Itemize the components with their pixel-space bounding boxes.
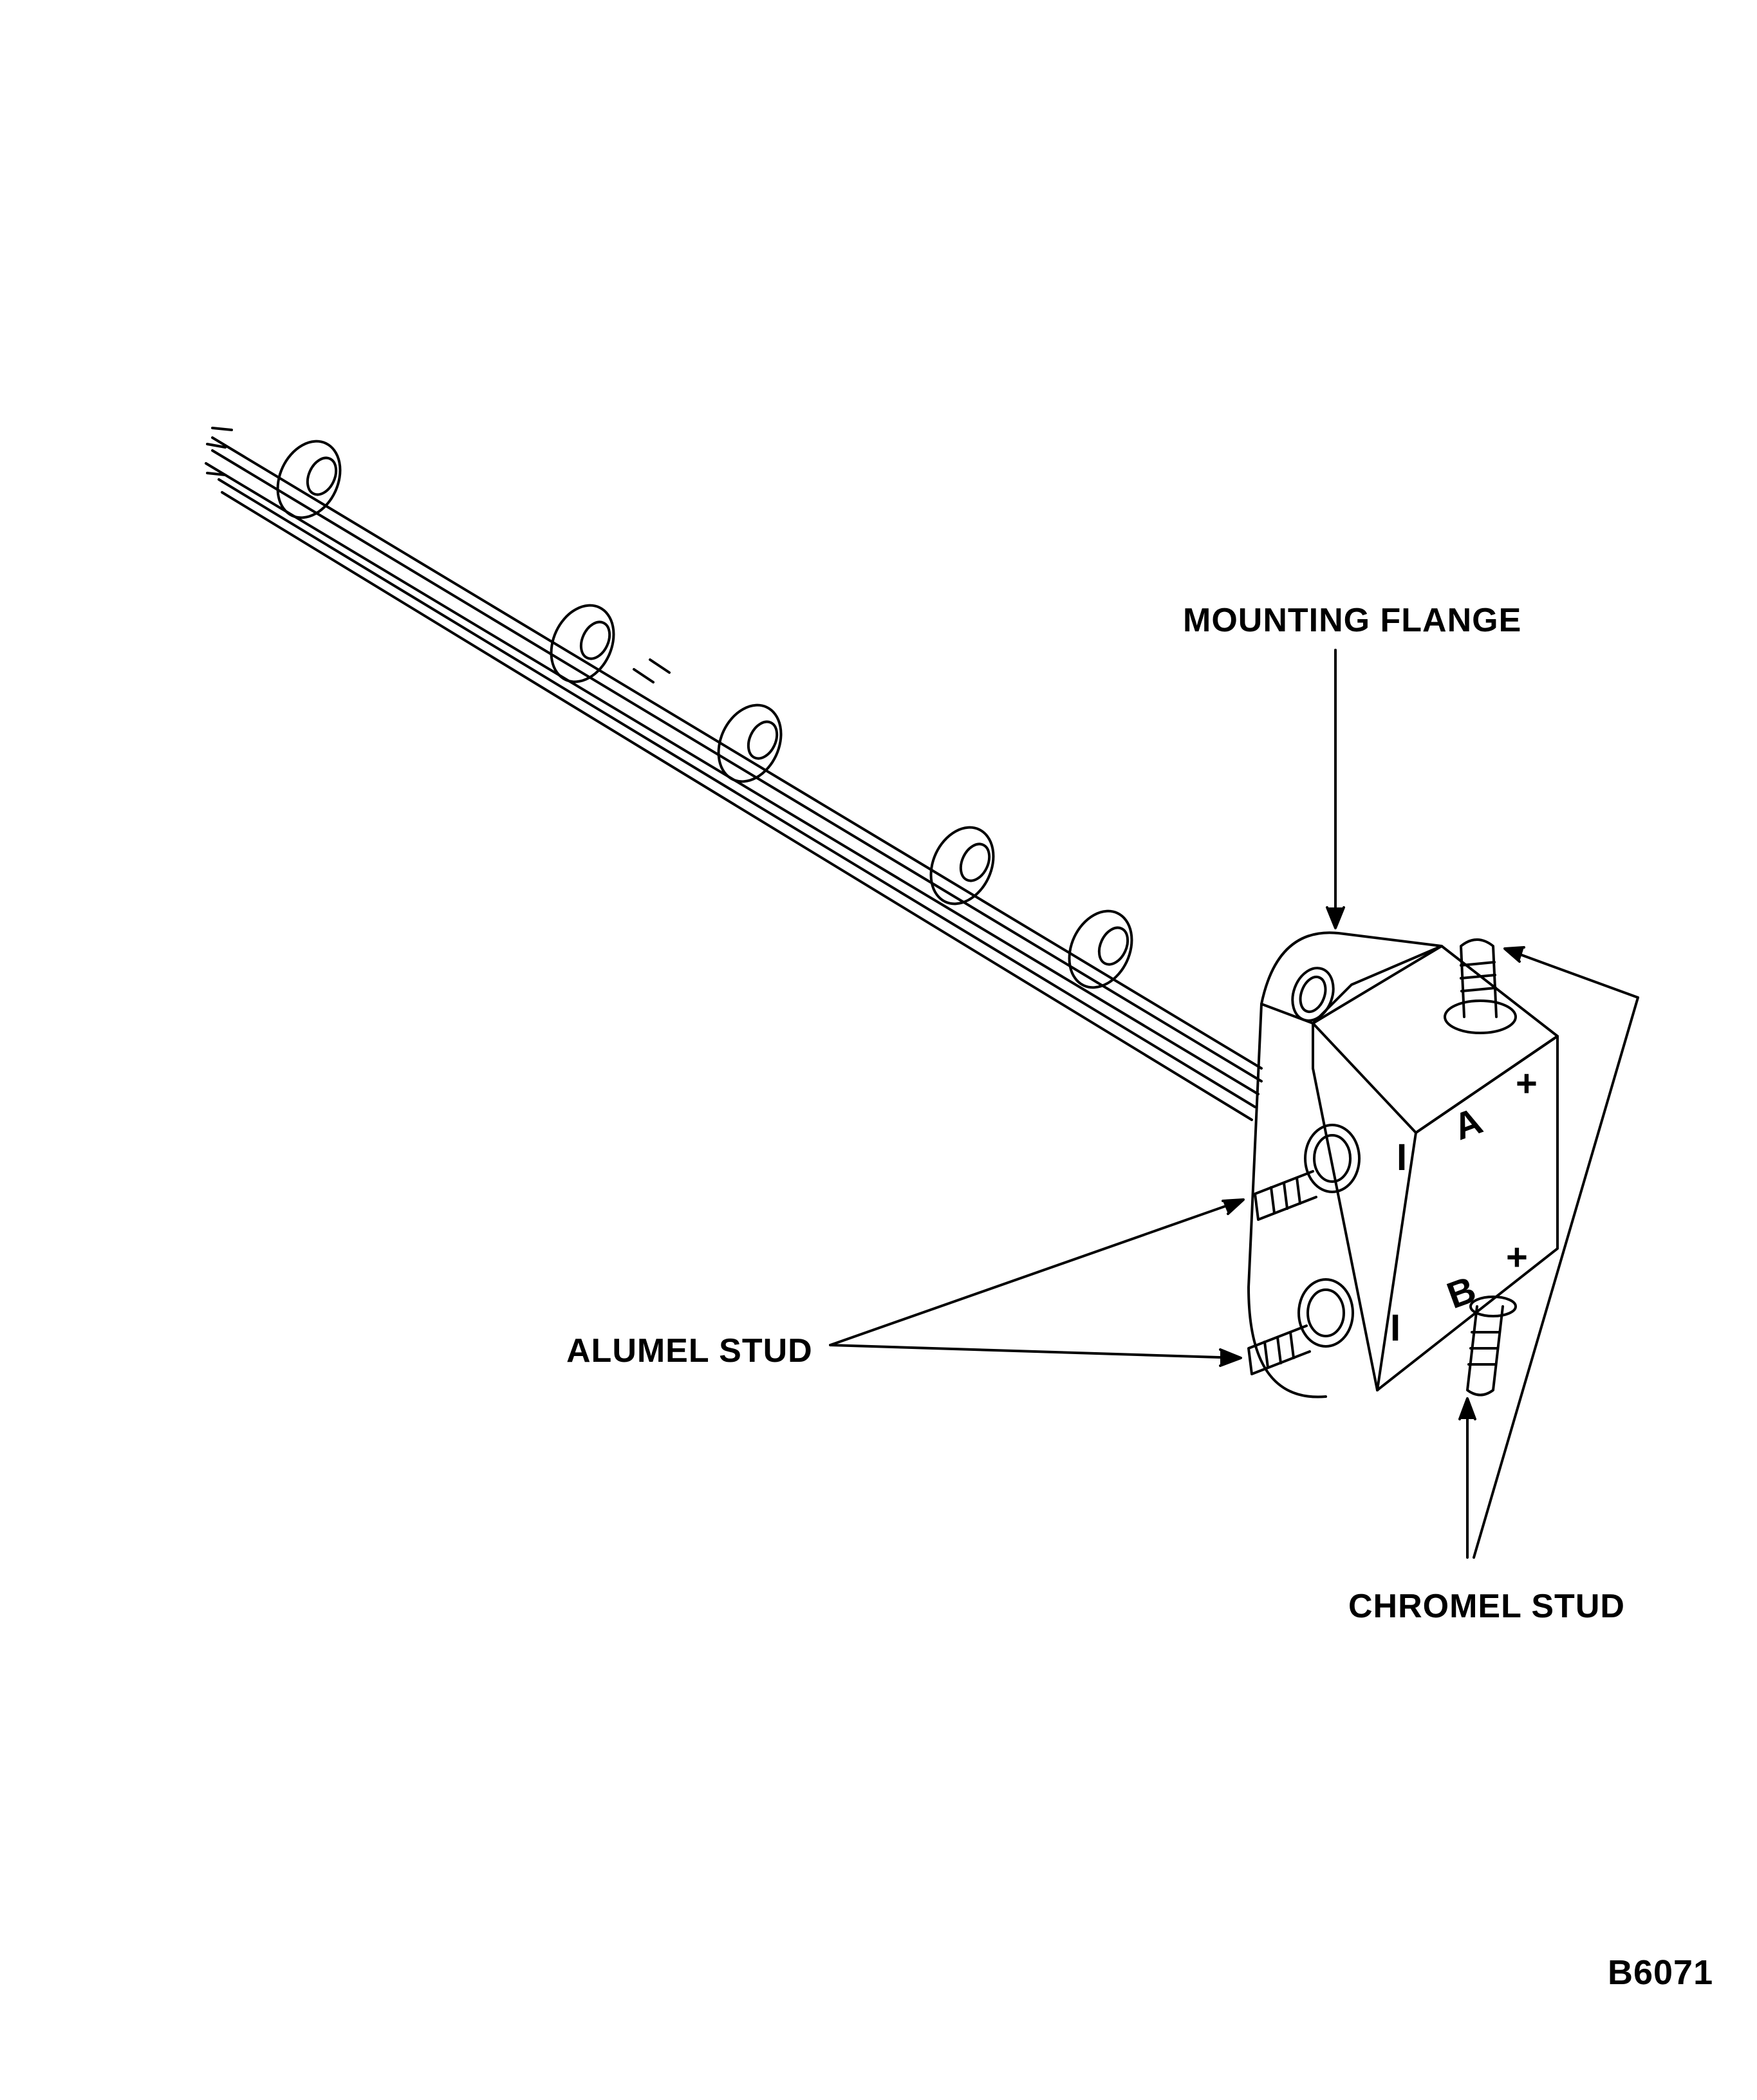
leader-alumel-stud xyxy=(829,1198,1245,1367)
label-chromel-stud: CHROMEL STUD xyxy=(1348,1588,1625,1625)
harness-grommet xyxy=(717,703,783,783)
mounting-flange xyxy=(1247,931,1443,1398)
terminal-mark-minus-b: I xyxy=(1390,1307,1401,1349)
figure-code: B6071 xyxy=(1608,1953,1714,1992)
terminal-mark-plus-a: + xyxy=(1516,1063,1538,1104)
terminal-mark-plus-b: + xyxy=(1506,1236,1528,1278)
alumel-stud-upper xyxy=(1254,1124,1361,1221)
harness-grommet xyxy=(929,826,995,906)
leader-mounting-flange xyxy=(1326,649,1345,929)
terminal-block xyxy=(1312,945,1559,1391)
chromel-stud-lower xyxy=(1466,1296,1517,1397)
wire-end-tips xyxy=(206,427,233,476)
terminal-mark-minus-a: I xyxy=(1397,1137,1408,1178)
harness-grommet xyxy=(1068,909,1133,989)
label-mounting-flange: MOUNTING FLANGE xyxy=(1183,602,1522,639)
label-alumel-stud: ALUMEL STUD xyxy=(566,1332,813,1370)
leader-chromel-stud xyxy=(1458,946,1639,1559)
alumel-stud-lower xyxy=(1247,1278,1354,1375)
harness-grommet xyxy=(550,604,615,683)
chromel-stud-upper xyxy=(1444,938,1517,1034)
harness-grommet xyxy=(276,440,342,519)
harness-break-mark xyxy=(633,658,671,683)
